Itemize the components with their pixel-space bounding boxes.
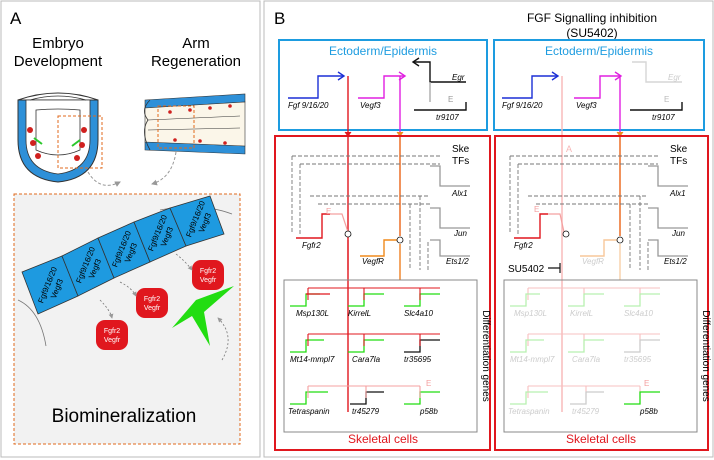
gene-mt14-left: Mt14-mmpl7 [290,355,335,364]
ectoderm-label-right: Ectoderm/Epidermis [545,44,653,58]
e-mark-5: E [534,205,539,214]
arm-illustration [144,93,246,155]
gene-slc4a10-left: Slc4a10 [404,309,433,318]
skeletal-cells-a: Fgfr2 Vegfr Fgfr2 Vegfr Fgfr2 Vegfr [96,260,224,350]
skeletal-box-right [494,135,709,451]
gene-tetraspanin-left: Tetraspanin [288,407,330,416]
gene-fgfr2-left: Fgfr2 [302,241,321,250]
network-inhibited: Ectoderm/Epidermis Fgf 9/16/20 Vegf3 Egr… [493,39,711,451]
inhibition-bar [548,263,561,273]
arm-subtitle: Regeneration [151,53,241,70]
panel-a: A Embryo Development Arm Regeneration [0,0,261,458]
e-mark-3: E [426,379,431,388]
gene-vegf3-left: Vegf3 [360,101,381,110]
gene-tr35695-right: tr35695 [624,355,652,364]
panel-b-letter: B [274,9,285,28]
ske-tfs-right-2: TFs [670,156,687,167]
red-cell-3b: Vegfr [200,277,217,284]
ske-tfs-left-1: Ske [452,144,470,155]
diff-genes-box-right [503,279,698,433]
panel-b: B FGF Signalling inhibition (SU5402) [263,0,714,458]
arm-title: Arm [182,35,210,52]
e-mark-4: E [664,95,669,104]
gene-tr35695-left: tr35695 [404,355,432,364]
biomineralization-label: Biomineralization [52,406,197,427]
gene-tr45279-left: tr45279 [352,407,380,416]
embryo-subtitle: Development [14,53,103,70]
gene-egr-right: Egr [668,73,681,82]
gene-vegfr-left: VegfR [362,257,384,266]
gene-tetraspanin-right: Tetraspanin [508,407,550,416]
red-cell-1b: Vegfr [104,337,121,344]
gene-jun-left: Jun [453,229,467,238]
gene-msp130l-right: Msp130L [514,309,547,318]
network-control: Ectoderm/Epidermis Fgf 9/16/20 Vegf3 Egr… [274,39,491,451]
skeletal-label-right: Skeletal cells [566,432,636,446]
gene-tr45279-right: tr45279 [572,407,600,416]
gene-vegf3-right: Vegf3 [576,101,597,110]
red-cell-2b: Vegfr [144,305,161,312]
embryo-title: Embryo [32,35,84,52]
gene-tr9107-right: tr9107 [652,113,675,122]
gene-fgf-left: Fgf 9/16/20 [288,101,329,110]
ectoderm-box-left [278,39,488,131]
gene-egr-left: Egr [452,73,465,82]
gene-fgf-right: Fgf 9/16/20 [502,101,543,110]
gene-cara7la-right: Cara7la [572,355,601,364]
inhibition-title: FGF Signalling inhibition [527,11,657,25]
gene-tr9107-left: tr9107 [436,113,459,122]
e-mark-6: E [644,379,649,388]
ectoderm-box-right [493,39,705,131]
gene-msp130l-left: Msp130L [296,309,329,318]
red-cell-1a: Fgfr2 [104,328,120,335]
gene-alx1-right: Alx1 [669,189,686,198]
gene-slc4a10-right: Slc4a10 [624,309,653,318]
e-mark-1: E [448,95,453,104]
gene-ets-left: Ets1/2 [446,257,469,266]
spicule [172,286,234,346]
diff-genes-label-left: Differentiation genes [480,310,491,402]
inhibition-subtitle: (SU5402) [566,26,617,40]
a-mark: A [566,144,572,154]
diff-genes-box-left [283,279,478,433]
diff-genes-label-right: Differentiation genes [700,310,711,402]
panel-a-letter: A [10,9,22,28]
gene-kirrell-left: KirrelL [348,309,371,318]
red-cell-3a: Fgfr2 [200,268,216,275]
ske-tfs-left-2: TFs [452,156,469,167]
gene-cara7la-left: Cara7la [352,355,381,364]
skeletal-label-left: Skeletal cells [348,432,418,446]
ectoderm-label-left: Ectoderm/Epidermis [329,44,437,58]
gene-ets-right: Ets1/2 [664,257,687,266]
epidermal-cells: Fgf9/16/20 Vegf3 Fgf9/16/20 Vegf3 Fgf9/1… [21,195,225,315]
gene-jun-right: Jun [671,229,685,238]
gene-kirrell-right: KirrelL [570,309,593,318]
inhibitor-label: SU5402 [508,264,545,275]
gene-alx1-left: Alx1 [451,189,468,198]
ske-tfs-right-1: Ske [670,144,688,155]
gene-vegfr-right: VegfR [582,257,604,266]
gene-mt14-right: Mt14-mmpl7 [510,355,555,364]
embryo-illustration [17,92,103,183]
gene-p58b-left: p58b [419,407,438,416]
red-cell-2a: Fgfr2 [144,296,160,303]
gene-fgfr2-right: Fgfr2 [514,241,533,250]
e-mark-2: E [326,207,331,216]
skeletal-box-left [274,135,491,451]
gene-p58b-right: p58b [639,407,658,416]
